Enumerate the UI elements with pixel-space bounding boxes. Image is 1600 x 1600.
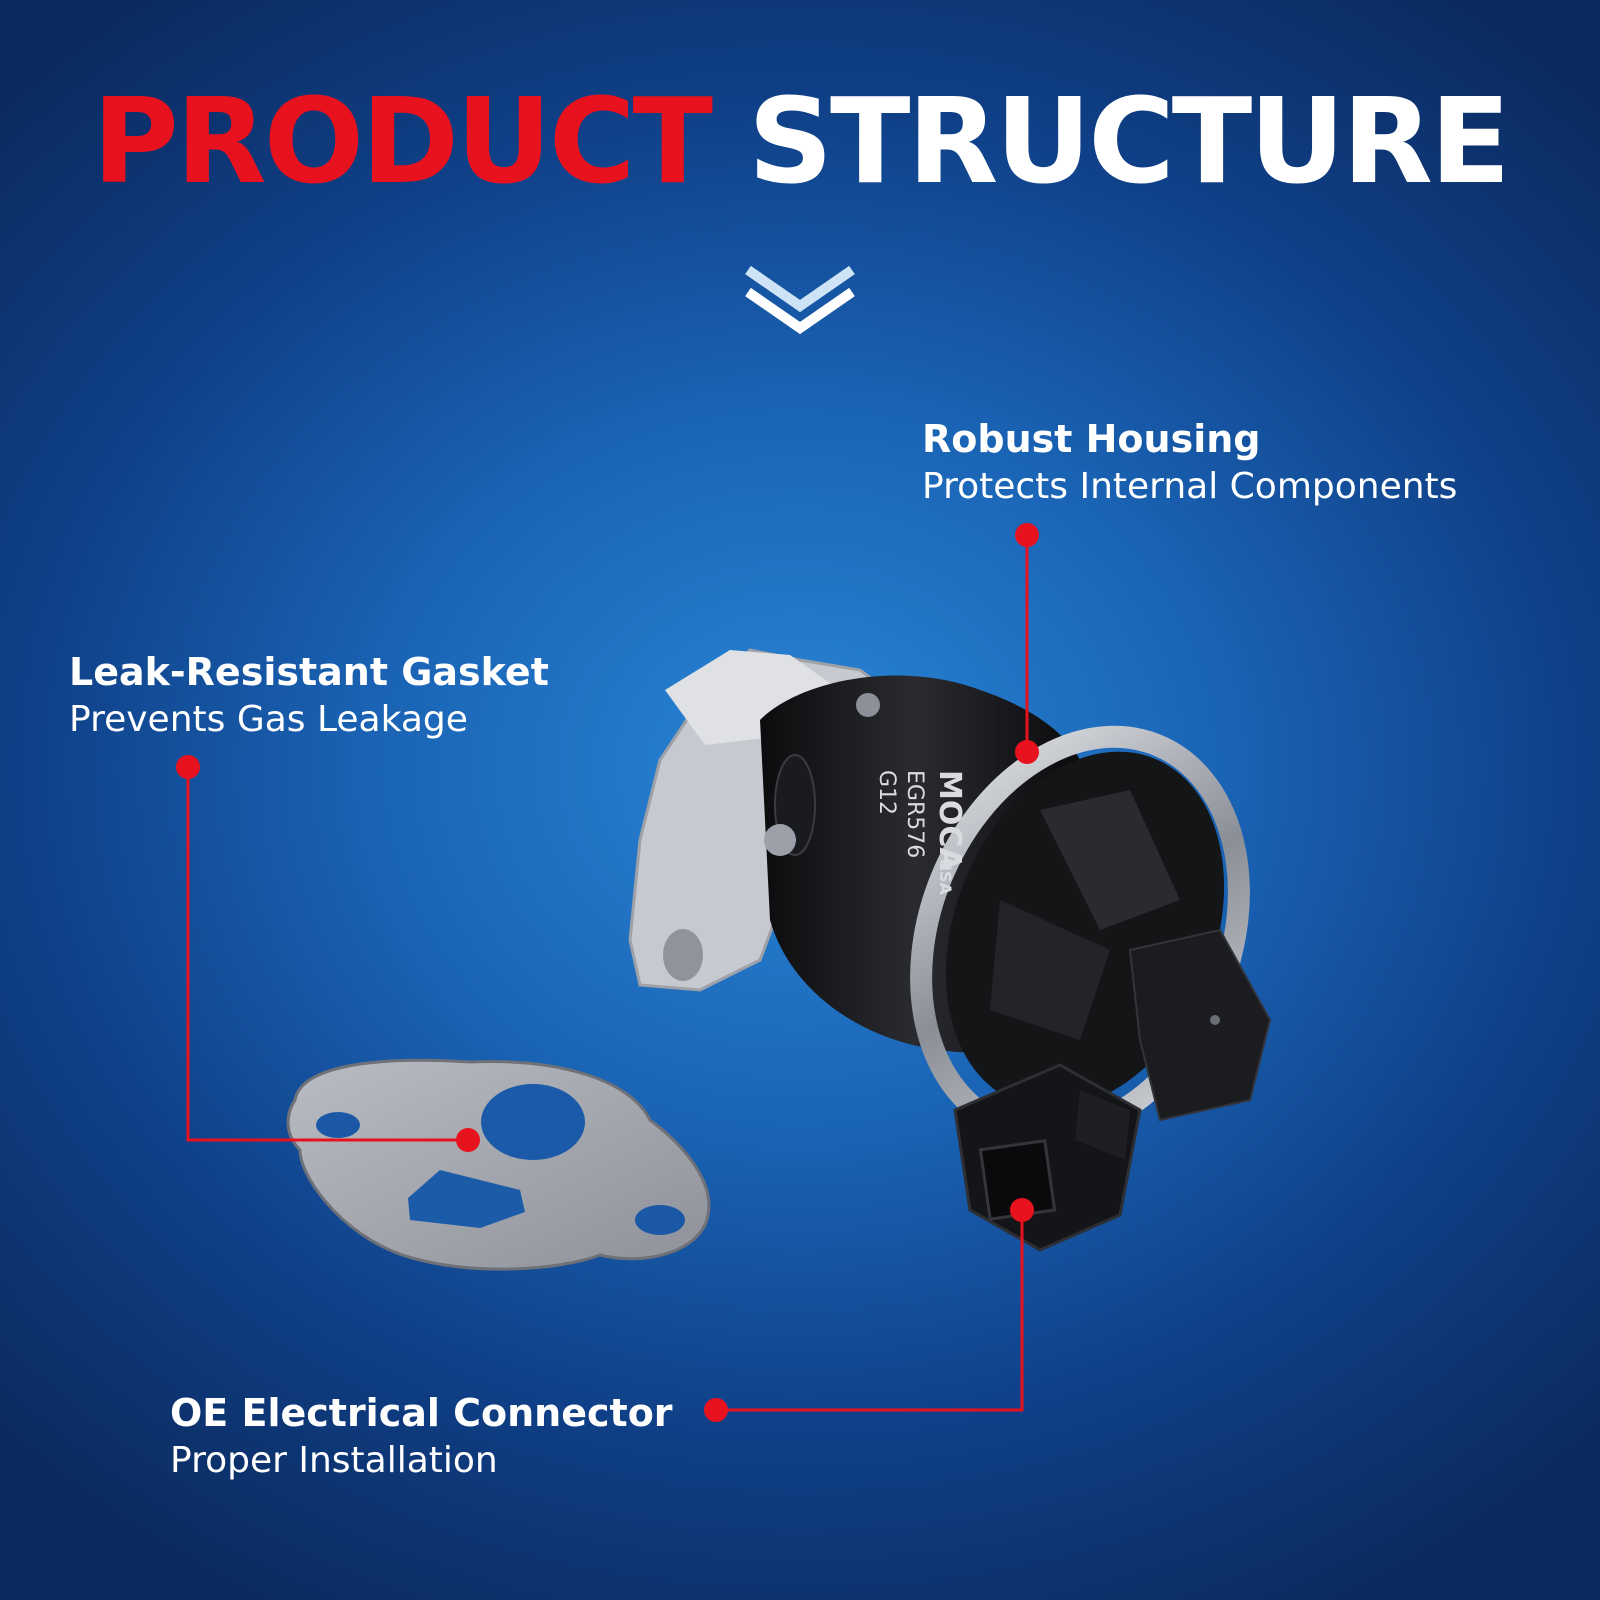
marking-code: G12 [874,770,899,815]
callout-housing: Robust Housing Protects Internal Compone… [922,415,1457,511]
callout-line-gasket [176,755,480,1152]
callout-gasket-heading: Leak-Resistant Gasket [69,650,549,694]
electrical-connector [953,1063,1142,1252]
callout-connector: OE Electrical Connector Proper Installat… [170,1389,673,1485]
callout-housing-heading: Robust Housing [922,417,1261,461]
callout-gasket: Leak-Resistant Gasket Prevents Gas Leaka… [69,648,549,744]
title-part-product: PRODUCT [92,72,713,210]
gasket [286,1058,711,1271]
callout-line-connector [704,1198,1034,1422]
page-title: PRODUCT STRUCTURE [0,82,1600,200]
callout-line-housing [1015,523,1039,764]
callout-connector-heading: OE Electrical Connector [170,1391,673,1435]
double-chevron-down-icon [745,265,855,335]
callout-connector-subtext: Proper Installation [170,1440,498,1481]
title-part-structure: STRUCTURE [748,72,1511,210]
marking-brand: MOCA [932,770,967,871]
callout-housing-subtext: Protects Internal Components [922,466,1458,507]
marking-region: USA [936,858,955,896]
marking-part: EGR576 [902,770,927,858]
callout-gasket-subtext: Prevents Gas Leakage [69,699,468,740]
